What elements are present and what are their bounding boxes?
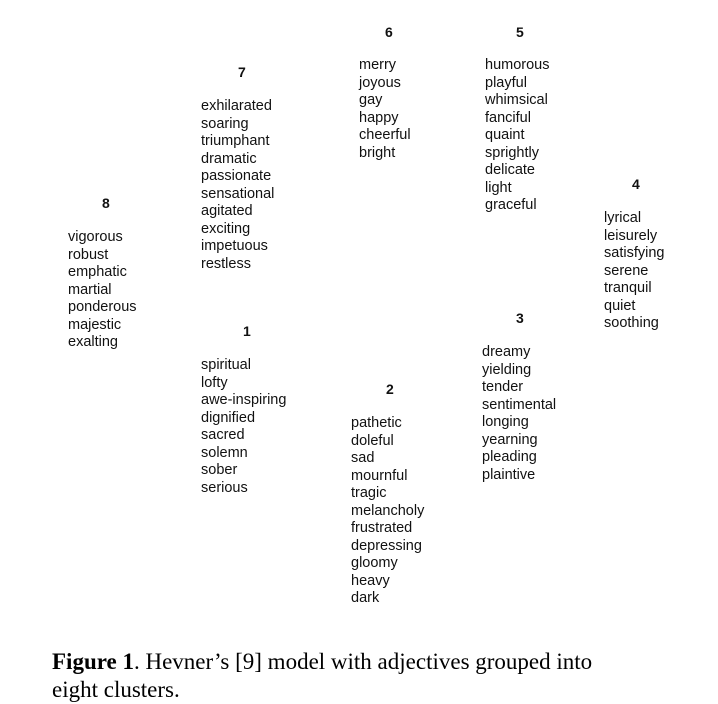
adjective: lyrical <box>604 210 642 226</box>
adjective: dreamy <box>482 344 531 360</box>
cluster-number: 4 <box>632 176 640 192</box>
adjective: delicate <box>485 162 535 178</box>
figure-caption: Figure 1. Hevner’s [9] model with adject… <box>52 648 592 676</box>
adjective: mournful <box>351 467 408 484</box>
adjective: soaring <box>201 115 249 132</box>
adjective: doleful <box>351 432 394 449</box>
cluster-number: 6 <box>385 24 393 40</box>
adjective: depressing <box>351 537 422 554</box>
adjective-list: pathetic doleful sad mournful tragic mel… <box>351 415 424 608</box>
adjective: sad <box>351 450 375 466</box>
adjective: light <box>485 179 512 196</box>
adjective: serene <box>604 262 649 279</box>
adjective: soothing <box>604 315 659 331</box>
adjective: graceful <box>485 197 537 213</box>
adjective: tender <box>482 379 524 395</box>
adjective: humorous <box>485 57 550 73</box>
adjective: dramatic <box>201 150 257 167</box>
adjective: satisfying <box>604 245 665 261</box>
adjective-list: vigorous robust emphatic martial pondero… <box>68 229 137 352</box>
adjective: martial <box>68 281 112 298</box>
adjective: pathetic <box>351 415 402 431</box>
adjective: sensational <box>201 185 275 202</box>
adjective-list: spiritual lofty awe-inspiring dignified … <box>201 357 286 497</box>
adjective: tragic <box>351 485 387 501</box>
adjective: heavy <box>351 572 390 589</box>
adjective: cheerful <box>359 127 411 143</box>
adjective: plaintive <box>482 466 536 483</box>
caption-continuation: eight clusters. <box>52 677 180 702</box>
adjective-list: exhilarated soaring triumphant dramatic … <box>201 98 274 273</box>
adjective: gloomy <box>351 555 398 571</box>
figure-label: Figure 1 <box>52 649 134 674</box>
adjective: whimsical <box>485 92 548 108</box>
cluster-number: 8 <box>102 195 110 211</box>
adjective: restless <box>201 255 251 272</box>
adjective: exhilarated <box>201 98 272 114</box>
adjective: agitated <box>201 203 253 219</box>
adjective-list: merry joyous gay happy cheerful bright <box>359 57 411 162</box>
adjective-list: humorous playful whimsical fanciful quai… <box>485 57 549 215</box>
adjective: spiritual <box>201 357 251 373</box>
adjective: awe-inspiring <box>201 392 287 408</box>
cluster-number: 1 <box>243 323 251 339</box>
adjective: serious <box>201 479 248 496</box>
adjective: fanciful <box>485 109 531 126</box>
caption-text: . Hevner’s [9] model with adjectives gro… <box>133 649 593 674</box>
adjective: tranquil <box>604 280 652 296</box>
adjective: passionate <box>201 168 272 184</box>
cluster-number: 3 <box>516 310 524 326</box>
adjective: frustrated <box>351 520 413 536</box>
adjective: majestic <box>68 316 122 333</box>
adjective: sacred <box>201 427 245 443</box>
adjective: solemn <box>201 444 248 461</box>
adjective: dignified <box>201 409 256 426</box>
adjective: gay <box>359 92 383 108</box>
adjective: melancholy <box>351 502 425 519</box>
adjective: sprightly <box>485 144 539 161</box>
adjective: pleading <box>482 449 537 465</box>
adjective-list: lyrical leisurely satisfying serene tran… <box>604 210 664 333</box>
adjective: merry <box>359 57 397 73</box>
adjective: exalting <box>68 334 118 350</box>
adjective: happy <box>359 109 399 126</box>
adjective: sentimental <box>482 396 557 413</box>
adjective: playful <box>485 74 527 91</box>
cluster-number: 7 <box>238 64 246 80</box>
adjective: lofty <box>201 374 228 391</box>
adjective: joyous <box>359 74 401 91</box>
adjective: exciting <box>201 220 251 237</box>
adjective: bright <box>359 144 396 161</box>
adjective: quiet <box>604 297 636 314</box>
adjective: emphatic <box>68 264 127 280</box>
adjective: longing <box>482 414 529 430</box>
adjective: ponderous <box>68 299 137 315</box>
adjective: robust <box>68 246 109 263</box>
adjective: leisurely <box>604 227 658 244</box>
cluster-number: 5 <box>516 24 524 40</box>
adjective: triumphant <box>201 133 270 149</box>
adjective: vigorous <box>68 229 123 245</box>
adjective-list: dreamy yielding tender sentimental longi… <box>482 344 556 484</box>
adjective: sober <box>201 462 238 478</box>
adjective: dark <box>351 590 380 606</box>
adjective: impetuous <box>201 238 268 254</box>
adjective: yielding <box>482 361 532 378</box>
adjective: yearning <box>482 431 538 448</box>
adjective: quaint <box>485 127 525 143</box>
cluster-number: 2 <box>386 381 394 397</box>
